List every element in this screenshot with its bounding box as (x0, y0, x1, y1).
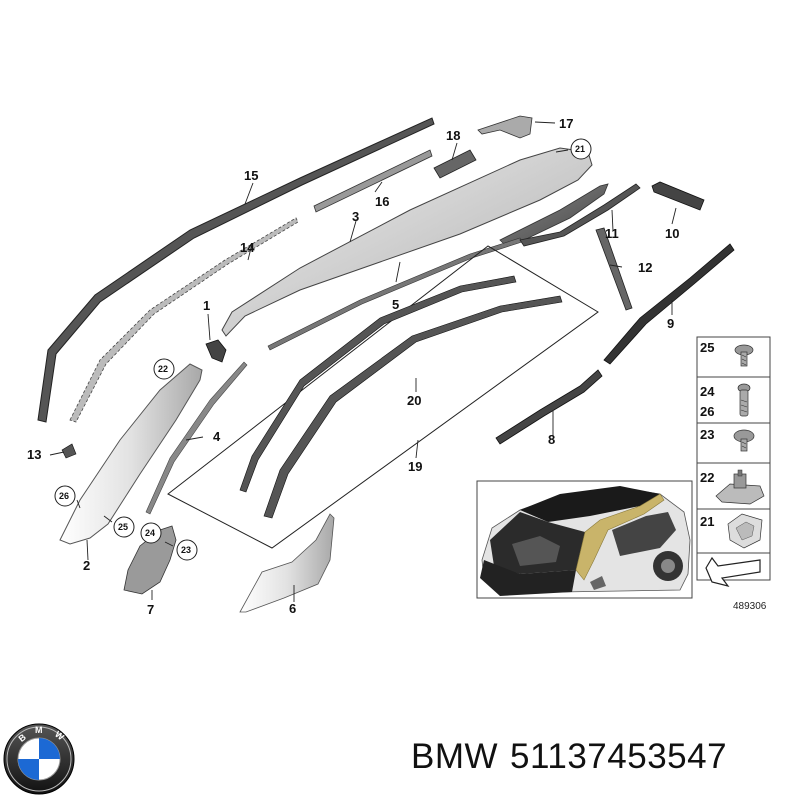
part-6-lower-trim (239, 513, 335, 613)
part-13-clip (61, 443, 77, 459)
part-3-roof-trim (221, 147, 593, 337)
callout-24: 24 (145, 528, 155, 538)
part-8-lower-strip (495, 369, 603, 445)
leader-lines (49, 121, 677, 602)
svg-text:M: M (35, 725, 43, 735)
part-16-roof-strip (313, 149, 433, 213)
brand-name: BMW (411, 737, 499, 776)
callout-18: 18 (446, 128, 460, 143)
callout-25: 25 (118, 522, 128, 532)
bmw-logo: B M W (3, 723, 75, 795)
callout-13: 13 (27, 447, 41, 462)
legend-24: 24 (700, 384, 715, 399)
callout-3: 3 (352, 209, 359, 224)
fastener-legend: 25 24 26 23 22 21 (696, 336, 771, 587)
svg-text:B: B (17, 732, 29, 744)
callout-21-ring (570, 138, 592, 160)
part-10-trim (651, 181, 705, 211)
callout-26-ring (54, 485, 76, 507)
callout-24-ring (140, 522, 162, 544)
part-number-caption: BMW 51137453547 (411, 737, 739, 777)
legend-23: 23 (700, 427, 714, 442)
pad-21-icon (727, 513, 763, 549)
callout-23: 23 (181, 545, 191, 555)
callout-19: 19 (408, 459, 422, 474)
part-18-clip (433, 149, 477, 179)
callout-20: 20 (407, 393, 421, 408)
callout-22-ring (153, 358, 175, 380)
part-14-seal-strip (69, 217, 299, 423)
callout-23-ring (176, 539, 198, 561)
screw-23-icon (733, 429, 755, 452)
callout-9: 9 (667, 316, 674, 331)
callout-11: 11 (605, 226, 619, 241)
callout-26: 26 (59, 491, 69, 501)
clip-22-icon (715, 469, 765, 505)
part-1-bracket (205, 339, 227, 363)
part-19-seal (263, 295, 563, 519)
screw-25-icon (734, 344, 754, 367)
callout-16: 16 (375, 194, 389, 209)
part-2-a-pillar (59, 363, 203, 545)
callout-14: 14 (240, 240, 255, 255)
part-4-pillar-seal (145, 361, 248, 515)
legend-21: 21 (700, 514, 714, 529)
direction-arrow-icon (705, 556, 761, 587)
bolt-24-icon (737, 383, 751, 417)
part-11-strip (519, 183, 641, 247)
callout-12: 12 (638, 260, 652, 275)
callout-17: 17 (559, 116, 573, 131)
callout-8: 8 (548, 432, 555, 447)
legend-25: 25 (700, 340, 714, 355)
callout-4: 4 (213, 429, 221, 444)
part-15-outer-strip (37, 117, 435, 423)
callout-5: 5 (392, 297, 399, 312)
kit-box-19 (167, 245, 599, 549)
part-20-seal (239, 275, 517, 493)
callout-25-ring (113, 516, 135, 538)
diagram-ref-number: 489306 (733, 601, 767, 612)
part-number: 51137453547 (510, 737, 728, 776)
callout-10: 10 (665, 226, 679, 241)
callout-22: 22 (158, 364, 168, 374)
car-inset (476, 480, 693, 599)
legend-26: 26 (700, 404, 714, 419)
part-7-bracket-plate (123, 525, 177, 595)
legend-22: 22 (700, 470, 714, 485)
callout-15: 15 (244, 168, 258, 183)
callout-2: 2 (83, 558, 90, 573)
callout-1: 1 (203, 298, 210, 313)
callout-7: 7 (147, 602, 154, 617)
part-9-right-strip (603, 243, 735, 365)
part-12-strip (595, 227, 633, 311)
callout-21: 21 (575, 144, 585, 154)
part-17-end-cap (477, 115, 533, 139)
callout-6: 6 (289, 601, 296, 616)
